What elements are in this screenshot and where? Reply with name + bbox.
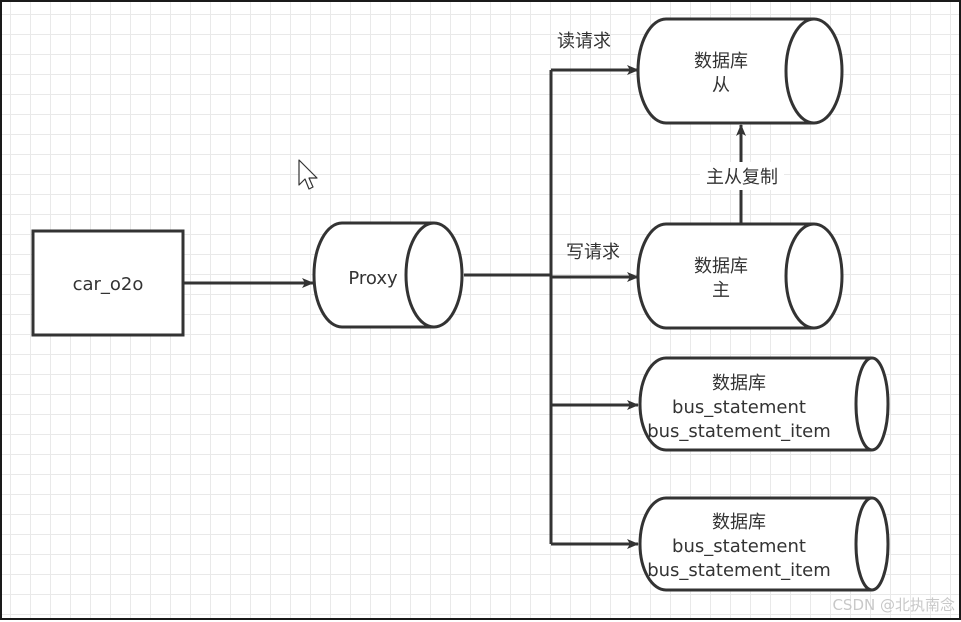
node-db-master-line-1: 数据库	[694, 256, 748, 277]
node-db-bus2-line-3: bus_statement_item	[647, 560, 831, 581]
node-proxy-label: Proxy	[348, 268, 398, 289]
read-request-label: 读请求	[557, 31, 611, 52]
node-proxy[interactable]: Proxy	[312, 221, 464, 329]
node-db-master[interactable]: 数据库 主	[636, 222, 844, 330]
watermark: CSDN @北执南念	[832, 596, 955, 614]
replication-label-bg	[700, 162, 784, 190]
node-db-slave[interactable]: 数据库 从	[636, 17, 844, 125]
write-request-label: 写请求	[566, 242, 620, 263]
node-db-bus1-line-1: 数据库	[712, 373, 766, 394]
connectors	[183, 65, 746, 549]
node-db-slave-line-2: 从	[712, 75, 730, 96]
node-app-label: car_o2o	[73, 274, 144, 295]
node-db-bus2-line-1: 数据库	[712, 512, 766, 533]
node-db-slave-line-1: 数据库	[694, 51, 748, 72]
mouse-pointer-icon	[298, 159, 318, 190]
node-db-bus1-line-3: bus_statement_item	[647, 421, 831, 442]
node-db-bus2-line-2: bus_statement	[672, 536, 806, 557]
node-app[interactable]: car_o2o	[31, 229, 185, 337]
node-db-bus2[interactable]: 数据库 bus_statement bus_statement_item	[638, 496, 890, 592]
replication-label: 主从复制	[706, 167, 778, 188]
node-db-bus1[interactable]: 数据库 bus_statement bus_statement_item	[638, 356, 890, 452]
node-db-master-line-2: 主	[712, 280, 730, 301]
node-db-bus1-line-2: bus_statement	[672, 397, 806, 418]
